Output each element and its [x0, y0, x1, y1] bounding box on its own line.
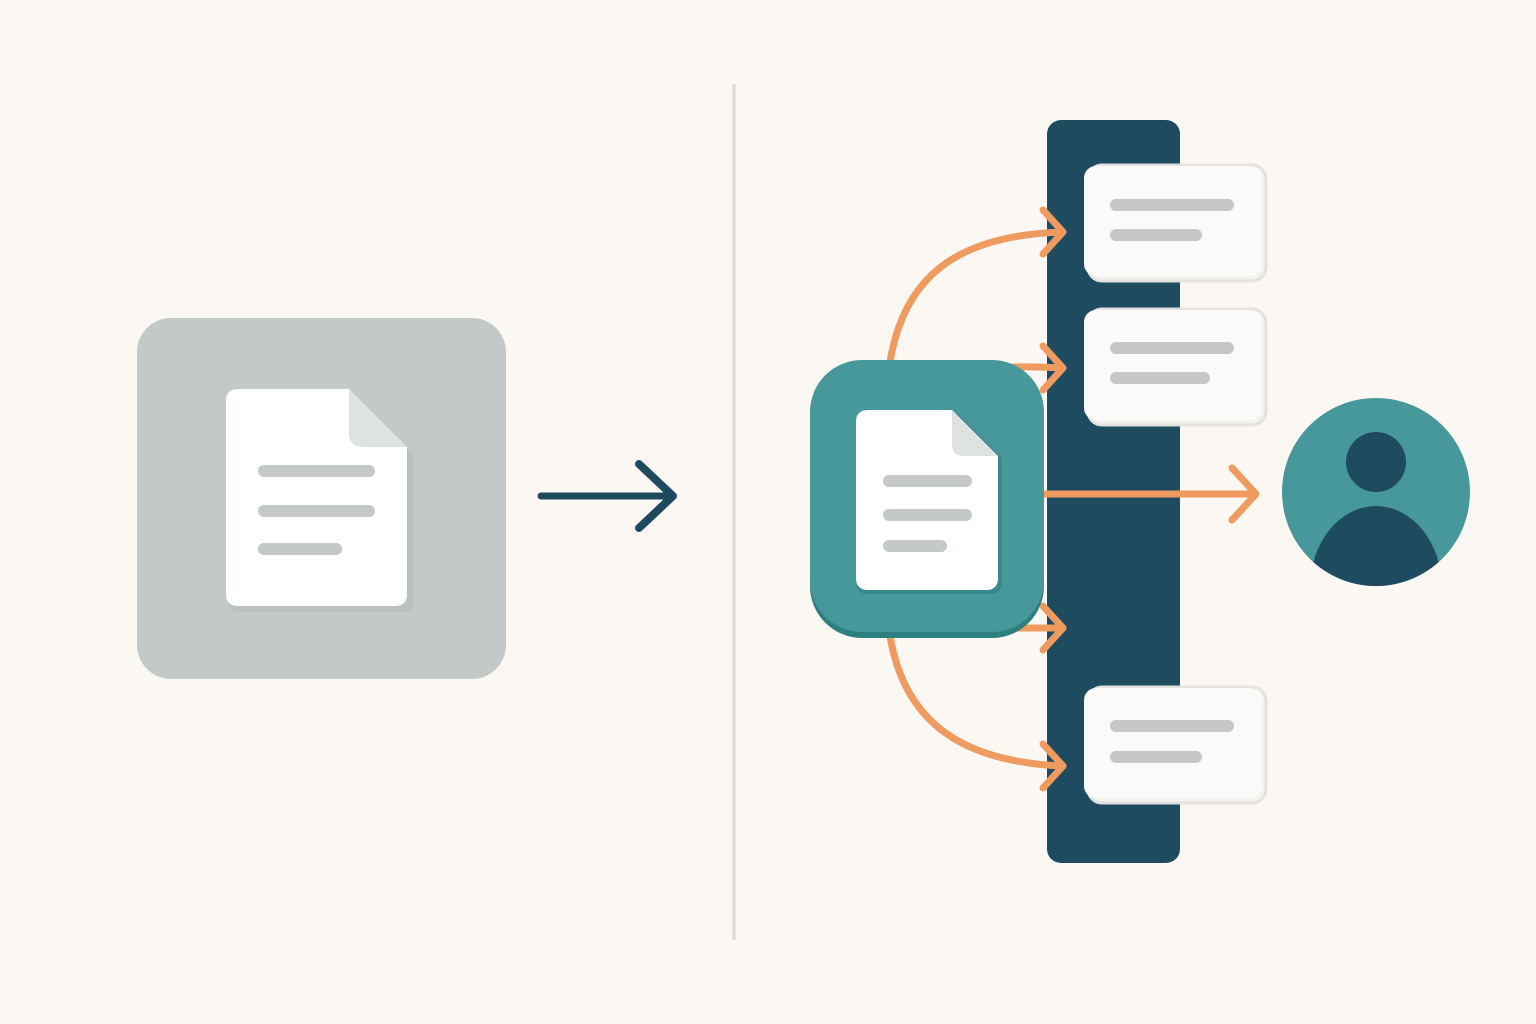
card-body	[1084, 688, 1262, 798]
document-icon	[856, 410, 1002, 594]
flow-arrow-head	[1039, 342, 1067, 394]
flow-arrow-head	[1039, 602, 1067, 654]
central-document-tile	[810, 360, 1044, 638]
flow-arrow-head	[1039, 206, 1067, 258]
flow-arrow-to-recipient	[1040, 464, 1260, 524]
left-panel	[137, 318, 677, 679]
arrow-head	[635, 460, 677, 532]
right-panel	[810, 120, 1470, 863]
card-body	[1084, 166, 1262, 276]
arrow-head	[1228, 464, 1260, 524]
flow-arrow-top-curve	[886, 228, 1067, 366]
user-avatar-icon	[1282, 398, 1470, 586]
avatar-head	[1346, 432, 1406, 492]
document-fold	[952, 410, 998, 456]
destination-card	[1084, 163, 1268, 283]
flow-arrow-head	[1039, 740, 1067, 792]
avatar-shoulders	[1310, 506, 1442, 586]
card-body	[1084, 310, 1262, 420]
document-icon	[226, 389, 414, 612]
destination-card	[1084, 307, 1268, 427]
destination-card	[1084, 685, 1268, 805]
flow-arrow-bottom-curve	[886, 632, 1067, 770]
document-fold	[349, 389, 407, 447]
right-arrow-icon	[537, 460, 677, 532]
